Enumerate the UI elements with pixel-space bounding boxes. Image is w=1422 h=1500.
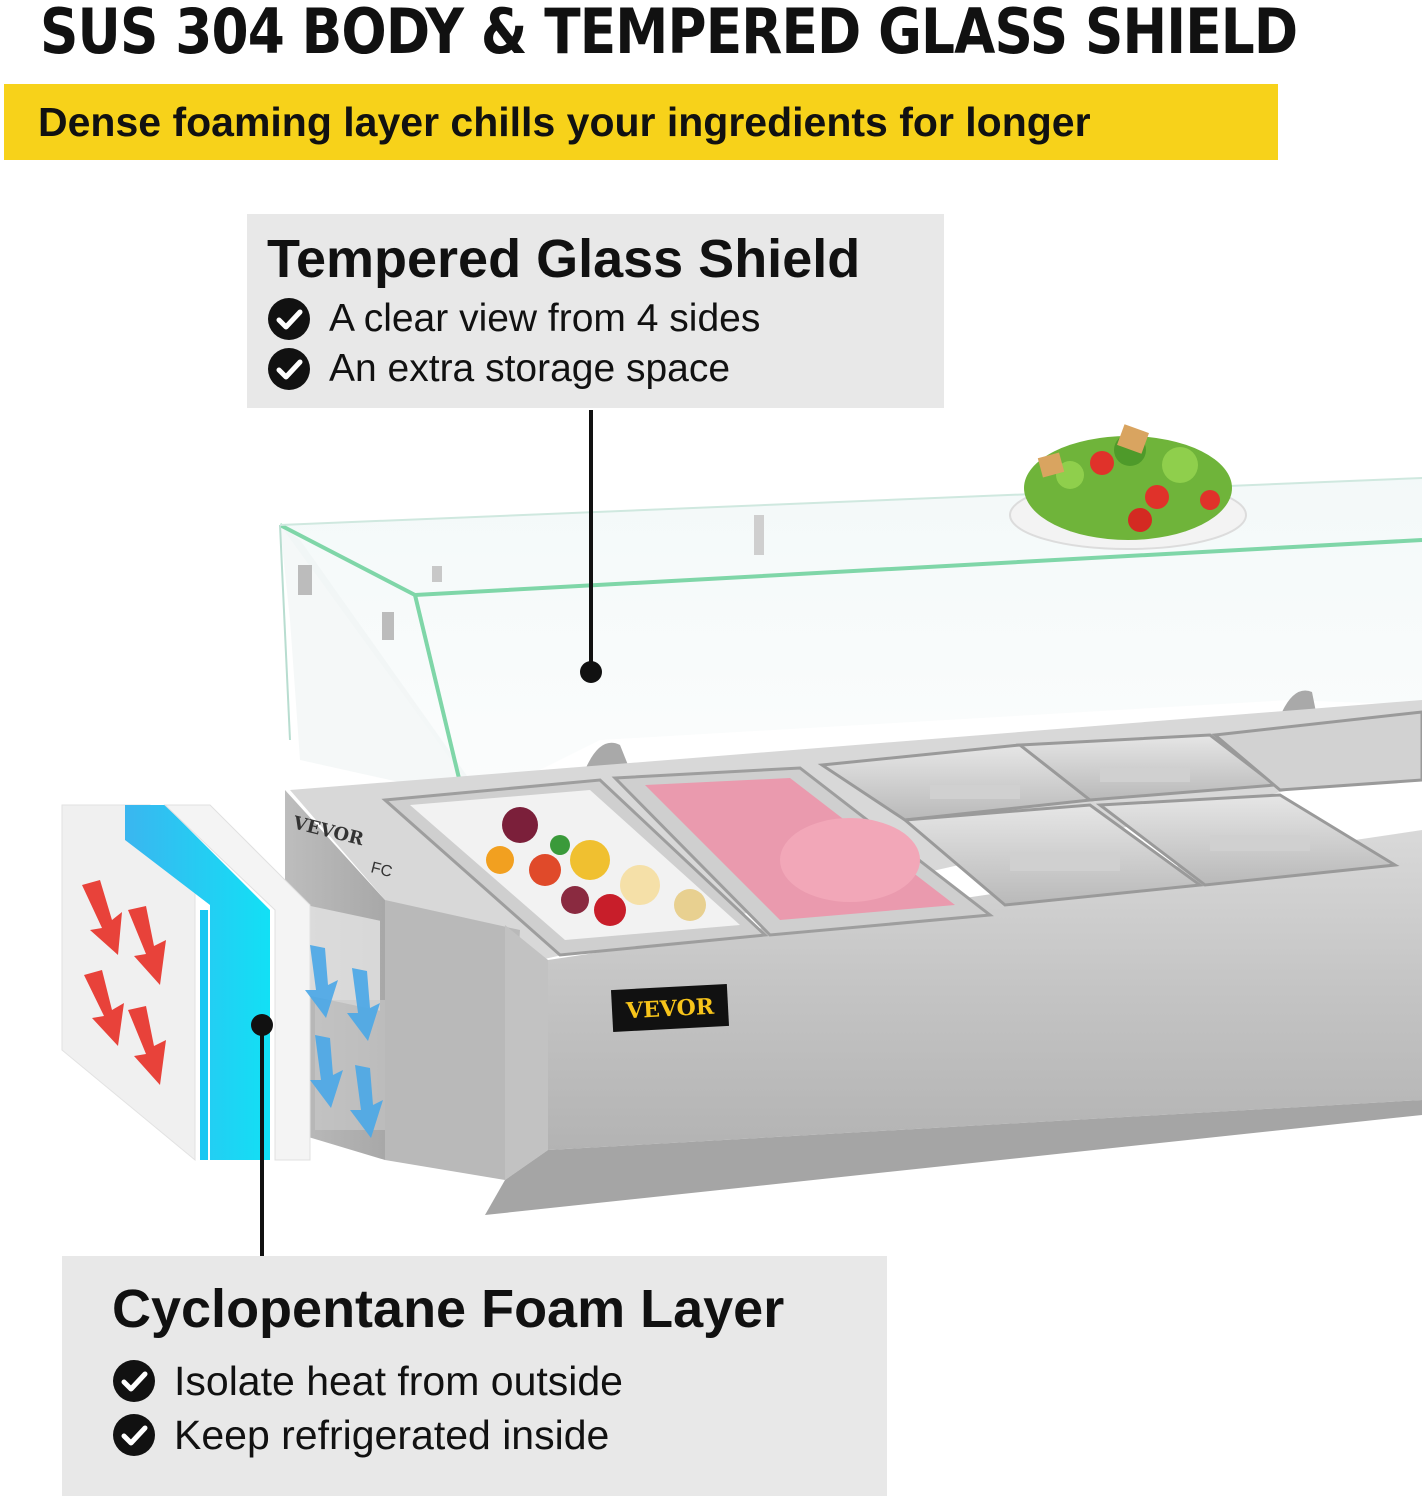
foam-bullet-1: Isolate heat from outside	[112, 1354, 887, 1408]
headline: SUS 304 BODY & TEMPERED GLASS SHIELD	[40, 0, 1298, 68]
glass-bullet-1-text: A clear view from 4 sides	[329, 297, 761, 340]
glass-shield	[279, 477, 1422, 896]
heat-arrow-icon	[82, 880, 166, 1085]
glass-bullet-2: An extra storage space	[267, 344, 944, 394]
brand-label-text: VEVOR	[624, 994, 715, 1025]
glass-leader-line	[580, 410, 602, 683]
brand-label: VEVOR	[610, 983, 730, 1033]
banner-text: Dense foaming layer chills your ingredie…	[38, 98, 1091, 145]
fruit-pan	[381, 778, 769, 957]
glass-shield-callout: Tempered Glass Shield A clear view from …	[247, 214, 944, 408]
foam-bullet-1-text: Isolate heat from outside	[174, 1357, 623, 1404]
foam-callout-title: Cyclopentane Foam Layer	[112, 1279, 785, 1339]
foam-leader-line	[251, 1014, 273, 1256]
check-circle-icon	[268, 298, 310, 340]
fc-mark: FC	[369, 859, 394, 881]
foam-bullet-2: Keep refrigerated inside	[112, 1408, 887, 1462]
ice-cream-pan	[611, 766, 994, 937]
glass-bullet-2-text: An extra storage space	[329, 347, 731, 390]
foam-layer-callout: Cyclopentane Foam Layer Isolate heat fro…	[62, 1256, 887, 1496]
cold-arrow-icon	[305, 945, 383, 1138]
foam-bullet-2-text: Keep refrigerated inside	[174, 1411, 610, 1458]
covered-pans	[817, 710, 1422, 907]
salad-bowl	[1009, 424, 1247, 550]
check-circle-icon	[113, 1414, 155, 1456]
glass-bullet-1: A clear view from 4 sides	[267, 294, 944, 344]
check-circle-icon	[113, 1360, 155, 1402]
feature-banner: Dense foaming layer chills your ingredie…	[4, 84, 1278, 160]
check-circle-icon	[268, 348, 310, 390]
glass-callout-title: Tempered Glass Shield	[267, 229, 861, 289]
